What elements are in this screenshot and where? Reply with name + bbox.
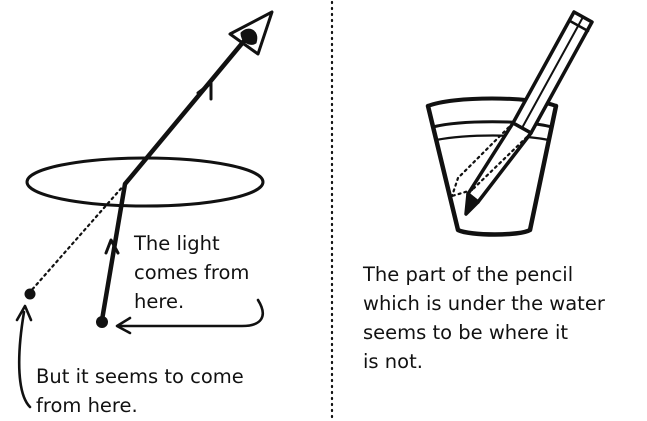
light-label-line-2: comes from [134, 258, 249, 287]
caption-line-1: The part of the pencil [363, 260, 605, 289]
light-label-line-1: The light [134, 229, 249, 258]
pencil [466, 12, 592, 214]
water-surface-ellipse [27, 158, 263, 206]
apparent-source-dot [25, 289, 36, 300]
caption-line-2: which is under the water [363, 289, 605, 318]
seems-label-line-1: But it seems to come [36, 362, 244, 391]
light-label-line-3: here. [134, 287, 249, 316]
light-source-label: The light comes from here. [134, 229, 249, 316]
caption-line-4: is not. [363, 347, 605, 376]
seems-label-line-2: from here. [36, 391, 244, 420]
apparent-source-label: But it seems to come from here. [36, 362, 244, 420]
real-light-source-dot [96, 316, 108, 328]
pencil-caption: The part of the pencil which is under th… [363, 260, 605, 376]
pointer-arrow-apparent-source [19, 312, 30, 407]
caption-line-3: seems to be where it [363, 318, 605, 347]
